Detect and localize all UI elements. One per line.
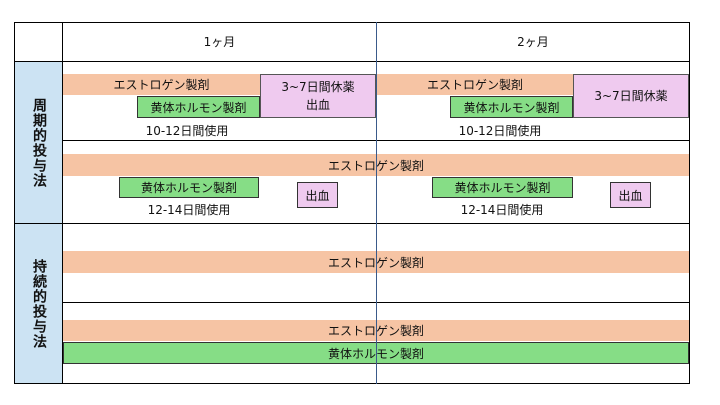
rest-period-label: 3~7日間休薬 — [594, 89, 668, 103]
usage-duration-text: 10-12日間使用 — [145, 124, 229, 138]
progestin-label: 黄体ホルモン製剤 — [463, 100, 560, 115]
continuous-method-label: 持続的投与法 — [31, 258, 47, 349]
month-1-header: 1ヶ月 — [203, 35, 236, 49]
month-divider-line — [376, 22, 377, 384]
bleeding-label: 出血 — [305, 188, 330, 203]
estrogen-label: エストロゲン製剤 — [328, 254, 424, 271]
cyclic-method-label: 周期的投与法 — [31, 97, 47, 188]
progestin-label: 黄体ホルモン製剤 — [454, 181, 551, 195]
rest-period-box-month2: 3~7日間休薬 — [573, 74, 689, 118]
grid-line — [14, 61, 690, 62]
estrogen-bar-cyclic-1-month1: エストロゲン製剤 — [63, 74, 260, 95]
progestin-label: 黄体ホルモン製剤 — [328, 345, 424, 362]
grid-line — [14, 383, 690, 384]
progestin-label: 黄体ホルモン製剤 — [140, 181, 237, 195]
progestin-label: 黄体ホルモン製剤 — [150, 100, 247, 115]
cyclic-method-header: 周期的投与法 — [15, 62, 63, 223]
estrogen-label: エストロゲン製剤 — [328, 157, 424, 174]
grid-line — [689, 22, 690, 384]
estrogen-bar-cyclic-1-month2: エストロゲン製剤 — [377, 74, 573, 95]
rest-period-label: 3~7日間休薬 — [281, 80, 355, 94]
grid-line — [14, 223, 690, 224]
rest-period-box-month1: 3~7日間休薬 出血 — [260, 74, 376, 118]
progestin-bar-cyclic-2-month2: 黄体ホルモン製剤 — [432, 177, 573, 198]
usage-duration-text: 12-14日間使用 — [147, 203, 231, 217]
grid-line — [14, 22, 690, 23]
progestin-bar-cyclic-1-month1: 黄体ホルモン製剤 — [137, 96, 260, 118]
usage-duration-text: 10-12日間使用 — [458, 124, 542, 138]
estrogen-label: エストロゲン製剤 — [426, 78, 523, 92]
bleeding-box-month2: 出血 — [610, 182, 651, 208]
bleeding-label: 出血 — [618, 188, 643, 203]
grid-line — [62, 22, 63, 384]
grid-line — [14, 22, 15, 384]
month-2-header: 2ヶ月 — [517, 35, 549, 49]
estrogen-label: エストロゲン製剤 — [113, 78, 210, 92]
progestin-bar-cyclic-1-month2: 黄体ホルモン製剤 — [450, 96, 573, 118]
estrogen-label: エストロゲン製剤 — [328, 322, 424, 339]
bleeding-box-month1: 出血 — [297, 182, 338, 208]
progestin-bar-cyclic-2-month1: 黄体ホルモン製剤 — [119, 177, 259, 198]
usage-duration-text: 12-14日間使用 — [460, 203, 544, 217]
continuous-method-header: 持続的投与法 — [15, 224, 63, 383]
bleeding-label: 出血 — [305, 98, 330, 112]
